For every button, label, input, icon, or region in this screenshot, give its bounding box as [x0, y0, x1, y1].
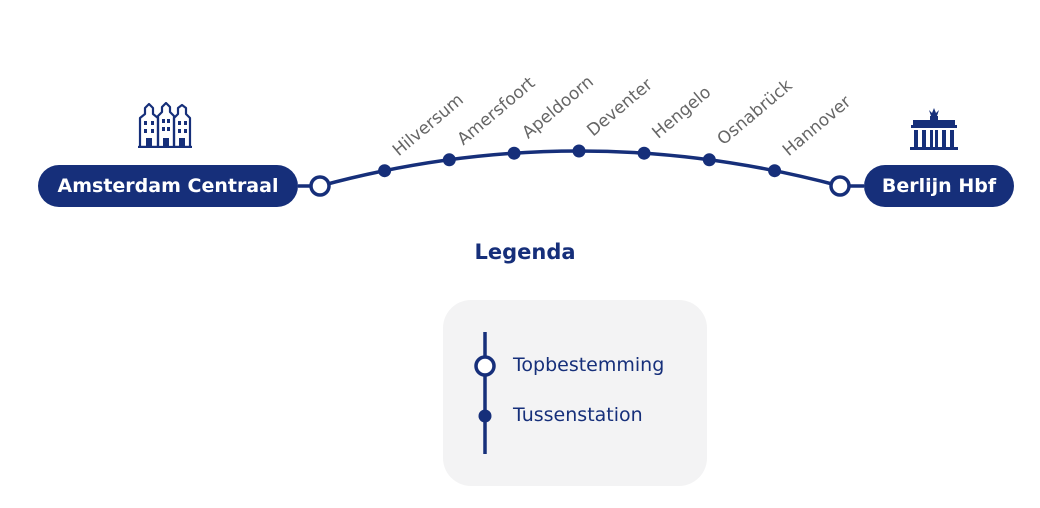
stop-label: Hilversum: [389, 90, 468, 161]
legend-intermediate-marker: [478, 409, 492, 423]
intermediate-station-marker[interactable]: [442, 153, 456, 167]
major-station-marker-end: [829, 175, 851, 197]
intermediate-station-marker[interactable]: [378, 164, 392, 178]
legend-title: Legenda: [474, 240, 576, 264]
amsterdam-canal-houses-icon: [138, 102, 192, 148]
stop-label: Osnabrück: [714, 76, 797, 150]
legend-graphic: [474, 332, 496, 454]
legend-label-tussenstation: Tussenstation: [513, 404, 643, 426]
intermediate-station-marker[interactable]: [768, 164, 782, 178]
brandenburg-gate-icon: [910, 108, 958, 150]
legend-label-topbestemming: Topbestemming: [513, 354, 665, 376]
legend-major-marker: [474, 355, 496, 377]
major-station-marker-start: [309, 175, 331, 197]
intermediate-station-marker[interactable]: [572, 144, 586, 158]
intermediate-station-marker[interactable]: [702, 153, 716, 167]
stop-label: Hengelo: [648, 82, 715, 143]
intermediate-station-marker[interactable]: [507, 146, 521, 160]
stop-label: Hannover: [779, 92, 855, 160]
legend-box: Topbestemming Tussenstation: [443, 300, 707, 486]
terminal-berlijn-hbf[interactable]: Berlijn Hbf: [864, 165, 1014, 207]
intermediate-station-marker[interactable]: [637, 146, 651, 160]
terminal-amsterdam-centraal[interactable]: Amsterdam Centraal: [38, 165, 298, 207]
